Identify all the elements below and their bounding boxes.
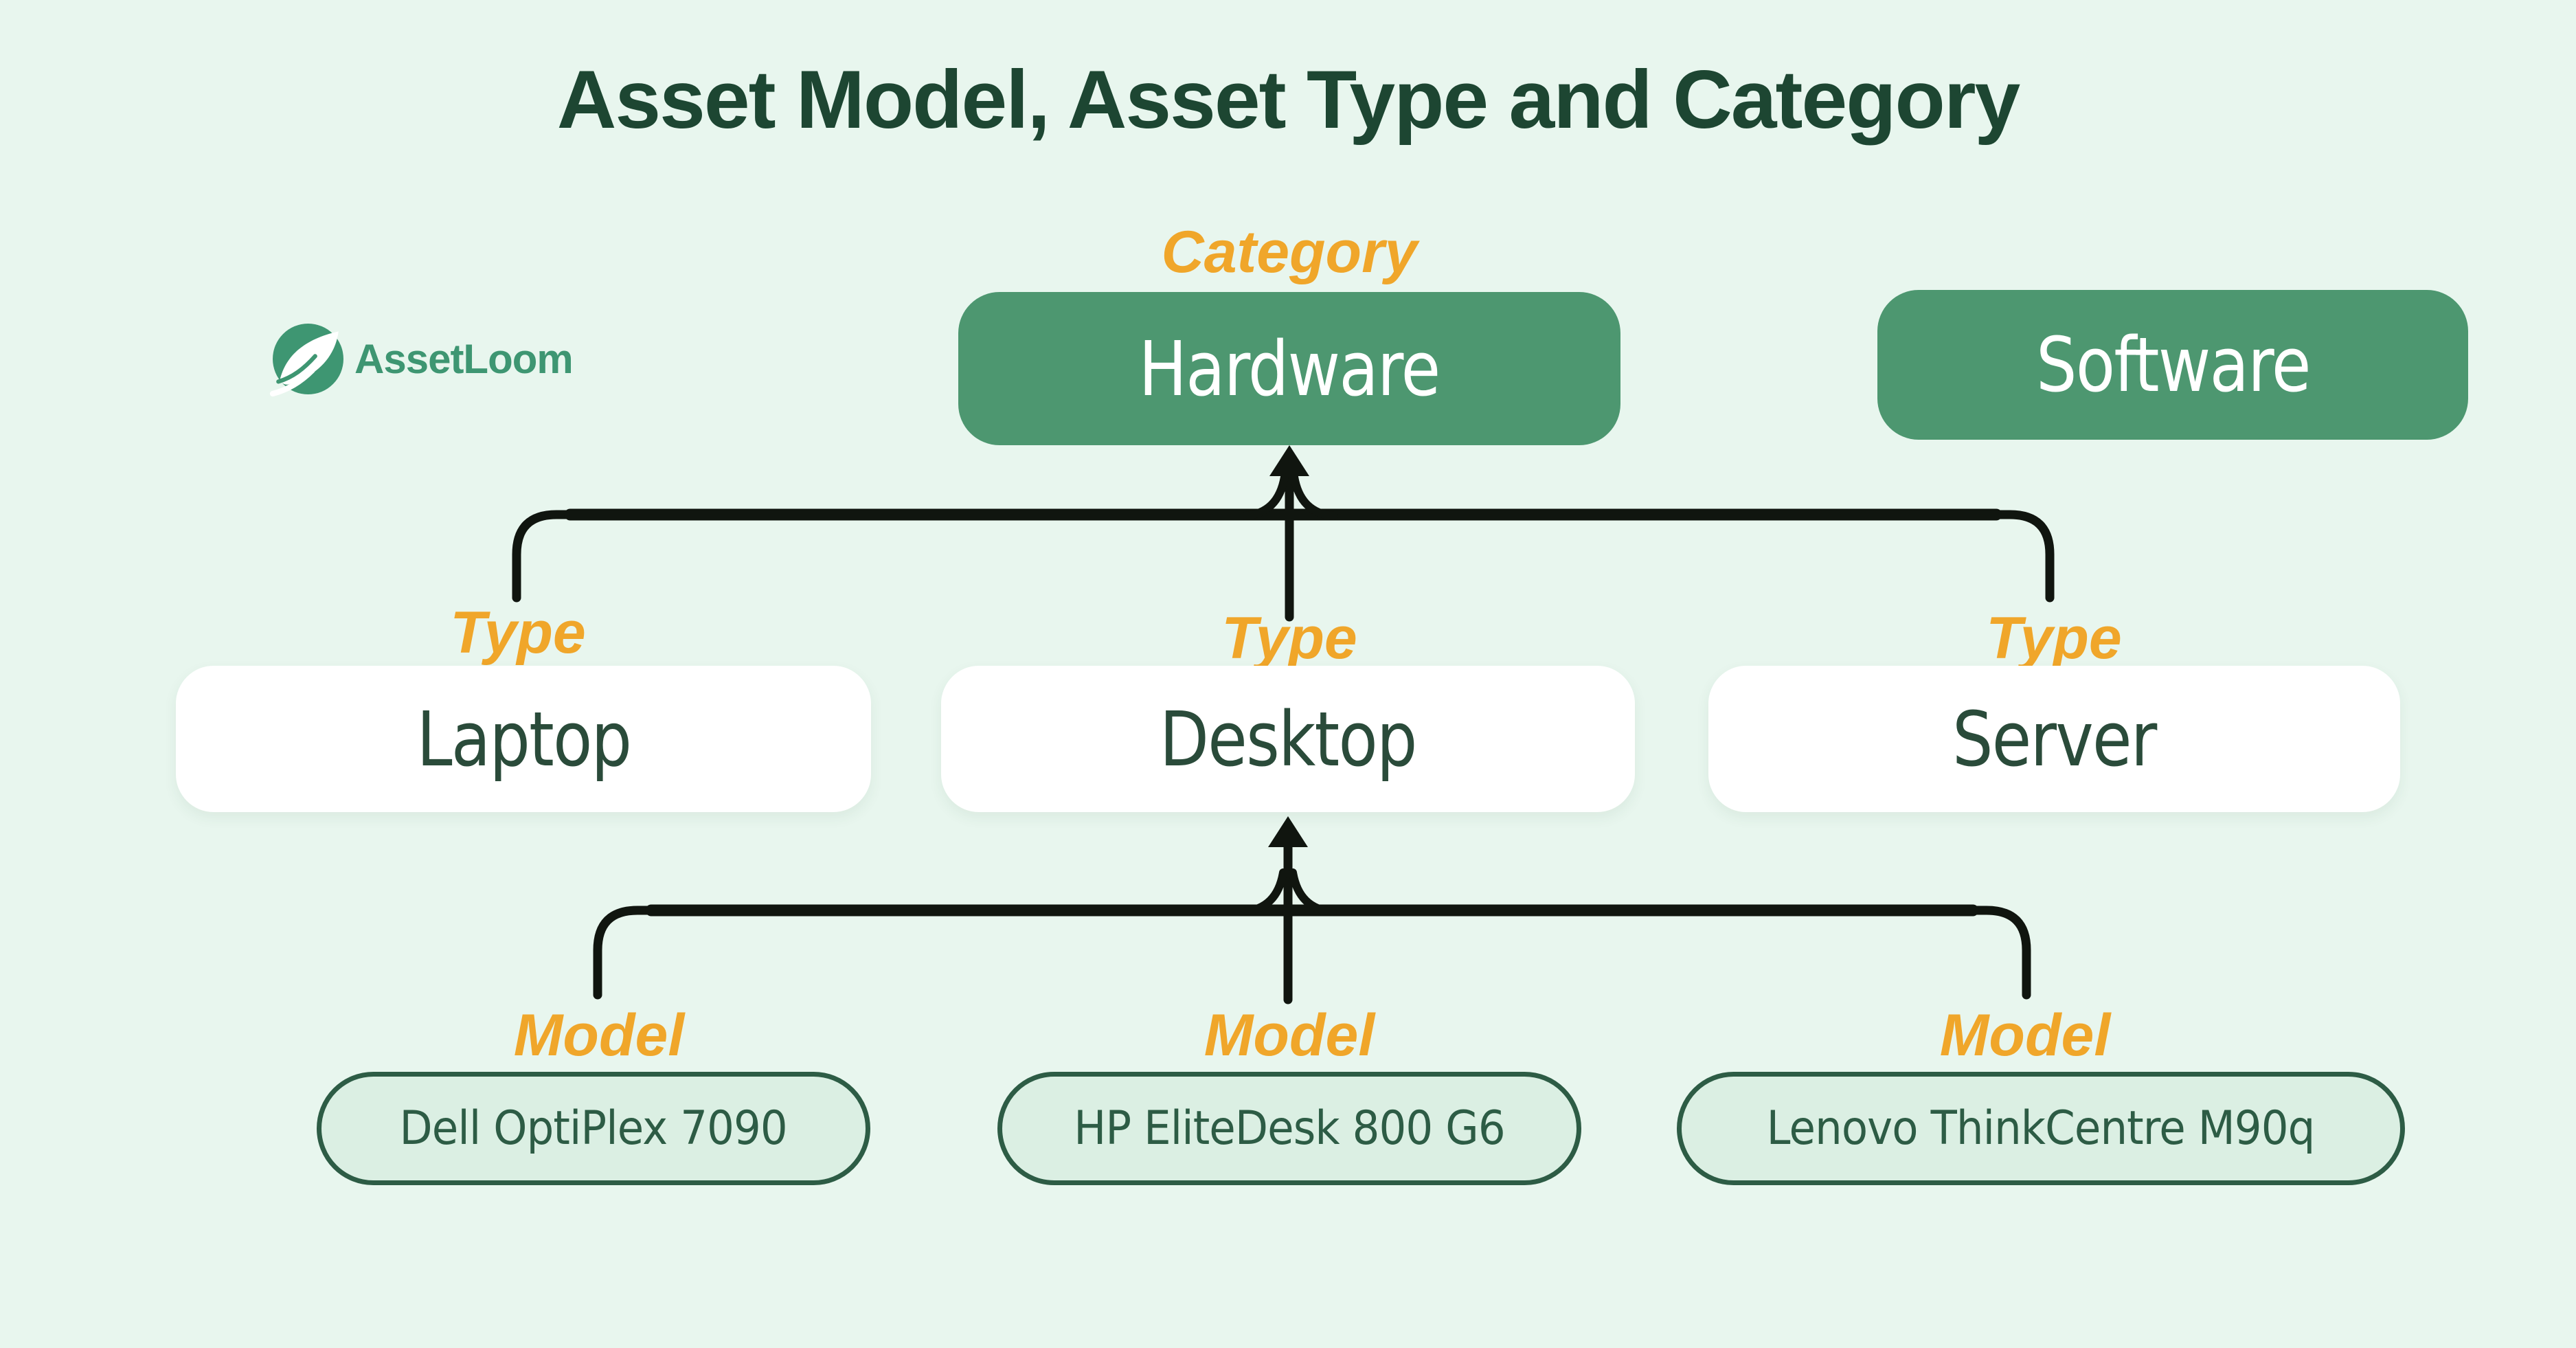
type-left-fillet <box>1241 473 1289 520</box>
model-right-fillet <box>1289 868 1337 916</box>
label-model-dell: Model <box>513 1002 685 1068</box>
label-type-laptop: Type <box>450 600 586 666</box>
assetloom-leaf-icon <box>269 324 343 397</box>
node-category-software: Software <box>1877 290 2468 440</box>
node-type-laptop-label: Laptop <box>416 695 631 783</box>
page-title: Asset Model, Asset Type and Category <box>556 54 2021 146</box>
node-model-lenovo-label: Lenovo ThinkCentre M90q <box>1767 1101 2316 1156</box>
node-model-hp-elitedesk-800-g6: HP EliteDesk 800 G6 <box>997 1072 1581 1185</box>
node-category-hardware: Hardware <box>958 292 1620 445</box>
arrow-up-to-hardware-icon <box>1269 445 1309 476</box>
node-category-software-label: Software <box>2035 321 2311 409</box>
arrow-up-to-desktop-icon <box>1268 816 1308 847</box>
node-model-dell-label: Dell OptiPlex 7090 <box>399 1101 788 1156</box>
model-bracket-line <box>593 906 2031 1000</box>
node-type-server-label: Server <box>1952 695 2157 783</box>
node-type-server: Server <box>1708 666 2400 812</box>
type-bracket-line <box>512 510 2055 603</box>
label-model-hp: Model <box>1204 1002 1375 1068</box>
brand-logo: AssetLoom <box>269 324 574 397</box>
node-model-hp-label: HP EliteDesk 800 G6 <box>1074 1101 1505 1156</box>
node-model-lenovo-thinkcentre-m90q: Lenovo ThinkCentre M90q <box>1677 1072 2405 1185</box>
node-model-dell-optiplex-7090: Dell OptiPlex 7090 <box>317 1072 870 1185</box>
label-type-server: Type <box>1986 605 2122 671</box>
node-type-desktop-label: Desktop <box>1160 695 1417 783</box>
node-category-hardware-label: Hardware <box>1139 324 1441 413</box>
label-category: Category <box>1161 219 1418 285</box>
brand-name: AssetLoom <box>354 336 574 382</box>
type-right-fillet <box>1290 473 1338 520</box>
node-type-desktop: Desktop <box>941 666 1635 812</box>
label-model-lenovo: Model <box>1939 1002 2111 1068</box>
model-left-fillet <box>1239 868 1287 916</box>
label-type-desktop: Type <box>1221 605 1357 671</box>
node-type-laptop: Laptop <box>176 666 871 812</box>
